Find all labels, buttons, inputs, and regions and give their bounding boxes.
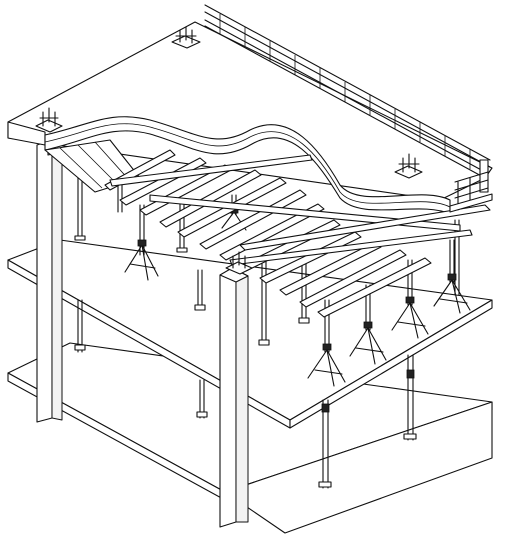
tripod-4 — [391, 259, 429, 339]
anchor-plate-1 — [171, 26, 201, 49]
tripod-1 — [124, 204, 159, 281]
column-front — [219, 267, 249, 528]
tripod-bases — [124, 194, 471, 387]
shoring-props — [74, 174, 460, 346]
cross-beams — [104, 149, 491, 318]
guard-rail — [204, 4, 493, 213]
column-left — [36, 139, 63, 423]
tripod-5 — [433, 239, 471, 314]
anchor-plates — [35, 26, 423, 275]
anchor-plate-2 — [35, 107, 63, 133]
anchor-plate-4 — [225, 251, 253, 275]
lower-shoring — [74, 299, 417, 489]
anchor-plate-3 — [394, 153, 423, 179]
